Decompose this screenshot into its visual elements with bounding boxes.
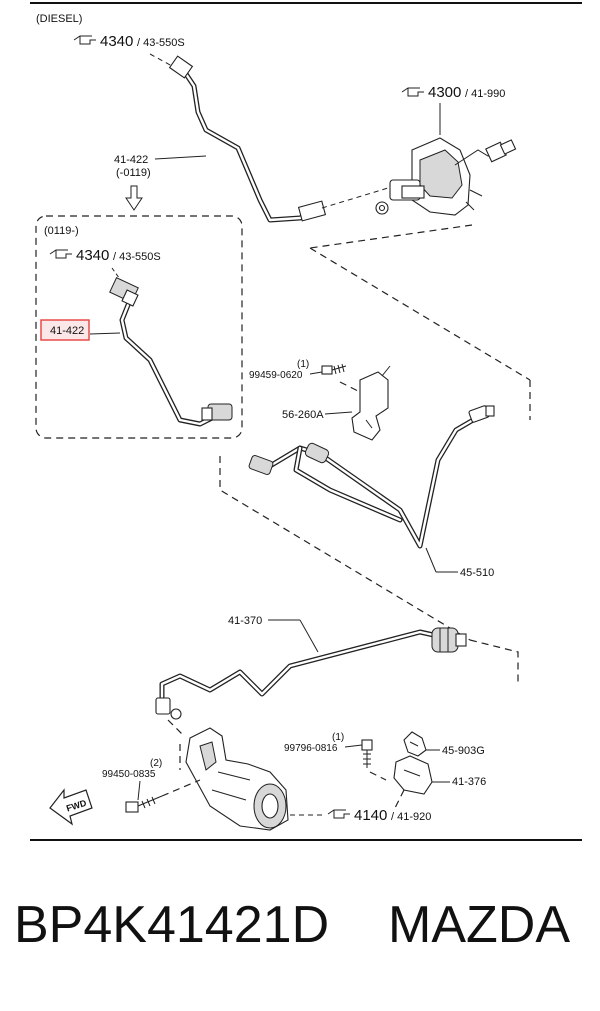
clutch-release-cylinder	[170, 708, 289, 831]
bolt-c-qty: (2)	[150, 758, 162, 769]
pipe-upper	[168, 55, 327, 223]
callout-bottom: 4140 / 41-920	[290, 807, 431, 824]
variant-label: (DIESEL)	[36, 13, 82, 25]
callout-inset-sub: / 43-550S	[113, 251, 161, 263]
bracket-56-260a	[351, 365, 391, 441]
pointing-hand-icon	[401, 87, 424, 97]
callout-bottom-num: 4140	[354, 807, 387, 824]
bolt-99796	[361, 739, 373, 768]
clip-45-903g	[403, 731, 427, 757]
pipe-inset-label: 41-422	[50, 325, 84, 337]
callout-top-right: 4300 / 41-990	[401, 84, 505, 135]
footer-part-number: BP4K41421D	[14, 896, 330, 954]
pointing-hand-icon	[49, 249, 72, 259]
hose-label: 45-510	[460, 567, 494, 579]
bolt-a-qty: (1)	[297, 359, 309, 370]
clutch-master-cylinder	[375, 137, 517, 216]
bolt-c-label: 99450-0835	[102, 769, 156, 780]
fwd-arrow-icon: FWD	[49, 788, 93, 826]
footer-brand: MAZDA	[388, 896, 570, 954]
pipe-lower	[155, 627, 467, 715]
callout-top-left: 4340 / 43-550S	[73, 33, 185, 67]
bracket-label: 56-260A	[282, 409, 324, 421]
footer: BP4K41421D MAZDA	[0, 895, 600, 975]
bolt-99450	[125, 795, 163, 813]
down-arrow-icon	[125, 185, 143, 211]
pointing-hand-icon	[327, 809, 350, 819]
callout-inset-num: 4340	[76, 247, 109, 264]
callout-top-left-num: 4340	[100, 33, 133, 50]
bracket-b-label: 41-376	[452, 776, 486, 788]
bolt-b-label: 99796-0816	[284, 743, 338, 754]
pipe-lower-label: 41-370	[228, 615, 262, 627]
highlight-box	[40, 319, 90, 341]
callout-top-left-sub: / 43-550S	[137, 37, 185, 49]
pipe-upper-label: 41-422	[114, 154, 148, 166]
callout-inset: 4340 / 43-550S	[49, 247, 161, 283]
callout-top-right-sub: / 41-990	[465, 88, 505, 100]
bolt-99459	[321, 363, 347, 375]
bolt-b-qty: (1)	[332, 732, 344, 743]
hose-45-510	[248, 405, 495, 549]
bracket-41-376	[393, 755, 433, 795]
pointing-hand-icon	[73, 35, 96, 45]
inset-frame	[35, 215, 243, 439]
bolt-a-label: 99459-0620	[249, 370, 303, 381]
inset-range-label: (0119-)	[44, 225, 79, 237]
pipe-inset	[109, 277, 233, 427]
callout-top-right-num: 4300	[428, 84, 461, 101]
callout-bottom-sub: / 41-920	[391, 811, 431, 823]
pipe-upper-range: (-0119)	[116, 167, 151, 179]
clip-label: 45-903G	[442, 745, 485, 757]
